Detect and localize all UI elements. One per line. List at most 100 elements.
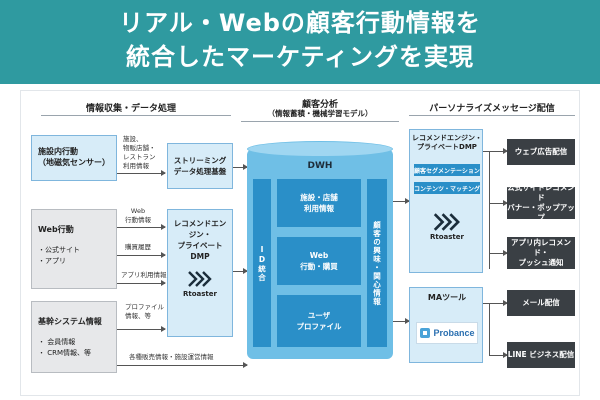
source-web-behavior: Web行動 ・公式サイト ・アプリ [31, 209, 117, 289]
source-core-system: 基幹システム情報 ・ 会員情報 ・ CRM情報、等 [31, 301, 117, 373]
engine-line4: DMP [190, 252, 210, 261]
ma-tool: MAツール Probance [409, 287, 483, 363]
label-web-action-1: Web [130, 207, 146, 215]
source-facility-behavior: 施設内行動 （地磁気センサー） [31, 135, 117, 181]
arrow-web-action [117, 224, 166, 230]
label-facility-usage-4: 利用情報 [123, 162, 149, 170]
output-line-label: LINE ビジネス配信 [507, 350, 575, 359]
label-web-action: Web 行動情報 [125, 207, 151, 225]
arrow-facility-to-streaming [117, 170, 166, 176]
dwh-id-integration: ID統合 [253, 179, 271, 347]
dwh-cylinder-top [247, 141, 393, 157]
label-profile: プロファイル 情報、等 [125, 303, 164, 321]
rtoaster-name: Rtoaster [183, 290, 217, 298]
chip-content-matching: コンテンツ・マッチング [414, 182, 480, 194]
arrow-purchase [117, 252, 166, 258]
ma-title: MAツール [427, 293, 467, 302]
arrow-core-to-dwh [117, 362, 248, 368]
arrow-profile [117, 326, 166, 332]
header-customer-analysis: 顧客分析 [301, 100, 338, 110]
rtoaster-logo: Rtoaster [183, 270, 217, 300]
probance-logo: Probance [416, 322, 478, 344]
engine-line1: レコメンドエン [173, 219, 227, 228]
source-facility-title-1: 施設内行動 [38, 147, 78, 156]
arrow-to-site-recommend [489, 200, 508, 206]
label-facility-usage-3: レストラン [123, 153, 156, 161]
rtoaster-chevrons-icon [188, 271, 212, 287]
arrow-to-email [483, 300, 508, 306]
arrow-streaming-to-dwh [233, 164, 248, 170]
dwh-cell1-line1: 施設・店舗 [300, 193, 338, 202]
output-site-recommend-line1: 公式サイトレコメンド [507, 183, 575, 202]
output-line-business: LINE ビジネス配信 [507, 342, 575, 368]
engine-line2: ジン・ [188, 230, 212, 239]
streaming-line2: データ処理基盤 [173, 167, 227, 176]
header-personalized-delivery: パーソナライズメッセージ配信 [429, 104, 555, 114]
dwh-cell1-line2: 利用情報 [304, 204, 334, 213]
dwh-title: DWH [307, 161, 333, 171]
probance-name: Probance [433, 328, 475, 338]
arrow-engine-to-dwh [233, 268, 248, 274]
connector-engine-outputs [489, 151, 490, 269]
header-customer-analysis-sub: （情報蓄積・機械学習モデル） [267, 109, 373, 118]
label-facility-usage-1: 施設、 [123, 135, 143, 143]
probance-mark-icon [420, 328, 431, 338]
rtoaster-name-delivery: Rtoaster [430, 233, 464, 241]
output-site-recommend-line2: バナー・ポップアップ [507, 203, 575, 222]
source-core-title: 基幹システム情報 [38, 317, 102, 326]
arrow-to-web-ads [483, 148, 508, 154]
arrow-to-line [489, 352, 508, 358]
dwh-web-action-purchase: Web 行動・購買 [277, 237, 361, 285]
dwh-cell2-line2: 行動・購買 [300, 262, 338, 271]
dwh-cell3-line2: プロファイル [296, 322, 342, 331]
output-app-recommend-line2: プッシュ通知 [518, 258, 564, 267]
source-web-item-site: ・公式サイト [38, 246, 80, 254]
dwh-customer-interest: 顧客の興味・関心情報 [367, 179, 387, 347]
label-facility-usage-2: 物販店舗・ [123, 144, 156, 152]
engine2-title: レコメンドエンジン・ プライベートDMP [410, 134, 484, 152]
streaming-data-platform: ストリーミング データ処理基盤 [167, 143, 233, 189]
output-web-ads: ウェブ広告配信 [507, 139, 575, 165]
output-app-recommend-push: アプリ内レコメンド・ プッシュ通知 [507, 237, 575, 269]
label-profile-2: 情報、等 [125, 312, 151, 320]
banner-title-line1: リアル・Webの顧客行動情報を [119, 9, 481, 37]
source-facility-title-2: （地磁気センサー） [38, 158, 110, 167]
source-web-item-app: ・アプリ [38, 257, 66, 265]
engine-line3: プライベート [177, 241, 223, 250]
output-email: メール配信 [507, 290, 575, 316]
header-underline-left [41, 115, 231, 116]
recommend-engine-dmp: レコメンドエン ジン・ プライベート DMP Rtoaster [167, 209, 233, 337]
dwh-cell2-line1: Web [309, 251, 329, 260]
dwh-cell3-line1: ユーザ [307, 311, 331, 320]
output-email-label: メール配信 [522, 298, 560, 307]
label-app-usage: アプリ利用情報 [121, 271, 167, 279]
dwh-user-profile: ユーザ プロファイル [277, 295, 361, 347]
arrow-dwh-to-ma [393, 318, 410, 324]
recommend-engine-delivery: レコメンドエンジン・ プライベートDMP 顧客セグメンテーション コンテンツ・マ… [409, 129, 483, 273]
architecture-diagram: 情報収集・データ処理 顧客分析 （情報蓄積・機械学習モデル） パーソナライズメッ… [20, 90, 580, 396]
label-web-action-2: 行動情報 [125, 216, 151, 224]
rtoaster-logo-delivery: Rtoaster [410, 212, 484, 241]
source-core-item-crm: ・ CRM情報、等 [38, 349, 92, 357]
dwh-facility-store-usage: 施設・店舗 利用情報 [277, 179, 361, 227]
arrow-dwh-to-engine [393, 198, 410, 204]
label-profile-1: プロファイル [125, 303, 164, 311]
title-banner: リアル・Webの顧客行動情報を 統合したマーケティングを実現 [0, 0, 600, 84]
output-web-ads-label: ウェブ広告配信 [514, 147, 568, 156]
output-app-recommend-line1: アプリ内レコメンド・ [511, 238, 571, 257]
output-site-recommend-banner: 公式サイトレコメンド バナー・ポップアップ [507, 183, 575, 222]
label-purchase-history: 購買履歴 [125, 243, 151, 251]
header-underline-middle [241, 121, 399, 122]
header-underline-right [409, 115, 575, 116]
header-data-processing: 情報収集・データ処理 [85, 104, 176, 114]
source-core-item-member: ・ 会員情報 [38, 338, 76, 346]
banner-title-line2: 統合したマーケティングを実現 [125, 43, 475, 71]
engine2-title-line2: プライベートDMP [417, 143, 477, 151]
source-web-items: ・公式サイト ・アプリ [38, 245, 110, 267]
arrow-app-usage [117, 280, 166, 286]
streaming-line1: ストリーミング [173, 156, 227, 165]
rtoaster-chevrons-icon-delivery [433, 213, 460, 231]
label-facility-usage: 施設、 物販店舗・ レストラン 利用情報 [123, 135, 156, 171]
connector-ma-outputs [489, 303, 490, 355]
source-web-title: Web行動 [38, 225, 74, 234]
